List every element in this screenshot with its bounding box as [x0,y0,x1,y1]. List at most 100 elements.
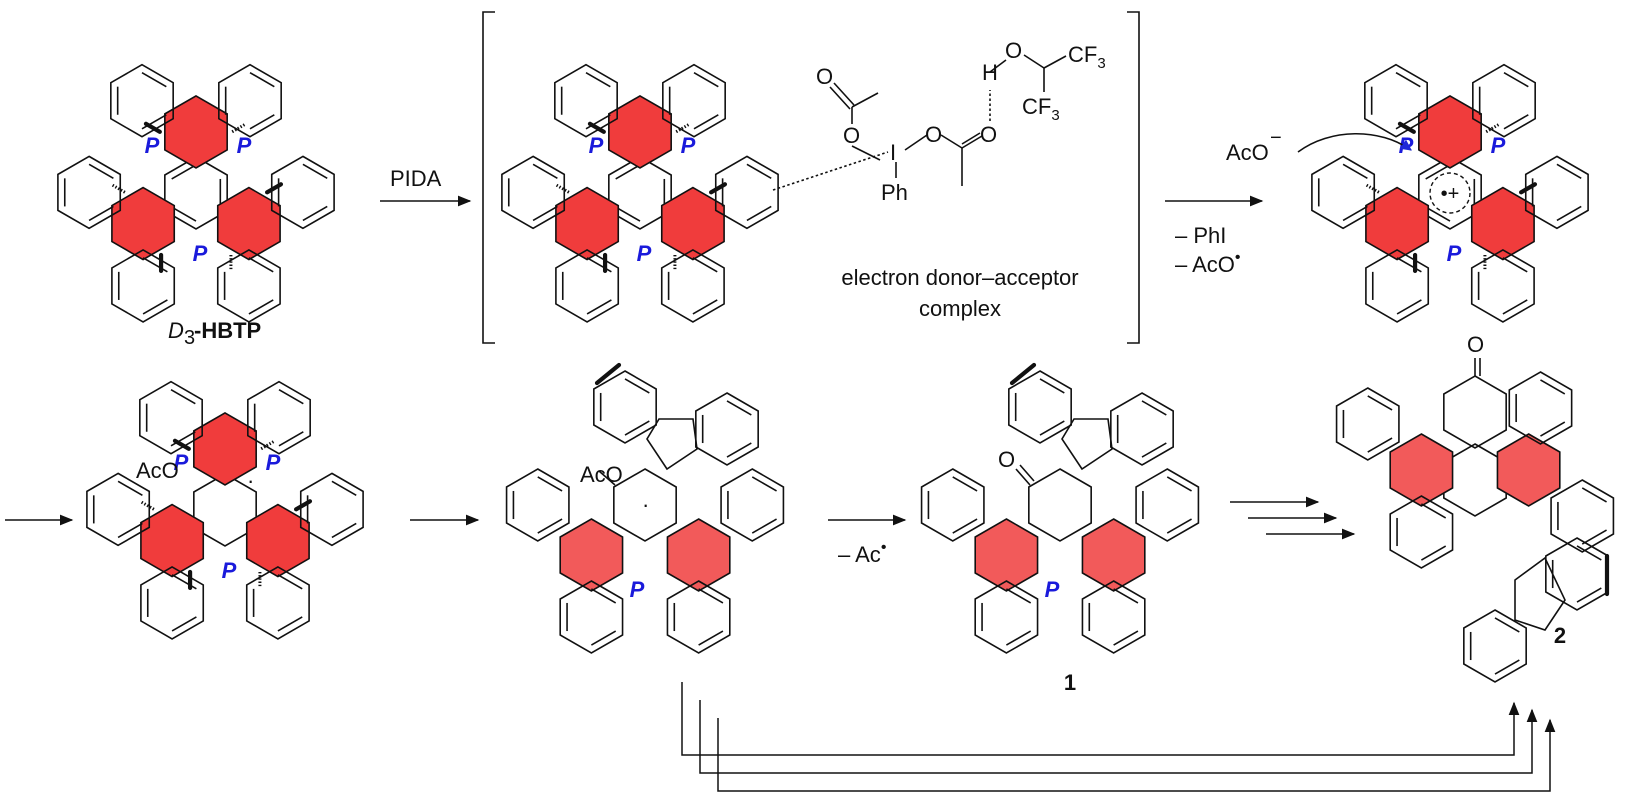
bold-wedge-bond [594,362,622,386]
outer-benzene [139,380,203,455]
helicity-label: P [174,450,189,475]
double-bond [1396,299,1422,315]
complex-brackets [482,11,1140,344]
red-ring [1470,186,1535,261]
byproduct-ac-radical: – Ac• [838,539,886,567]
outer-benzene [1364,63,1428,138]
spiro-radical-labels: AcO · [580,462,649,517]
arrows-multistep [1230,496,1356,540]
double-bond [1502,257,1528,273]
outer-benzene [554,63,618,138]
central-ring [1418,156,1482,230]
double-bond [302,205,328,222]
label-d3-hbtp: D 3 -HBTP [168,318,261,349]
double-bond [1540,421,1566,437]
outer-benzene [974,580,1039,654]
double-bond [624,420,650,436]
bold-wedge-bond [143,121,162,134]
double-bond [277,574,303,590]
carbonyl-bond [1019,464,1035,482]
double-bond [590,630,617,646]
outer-benzene [299,472,364,547]
double-bond [751,476,777,492]
double-bond [278,388,304,405]
keto-ring [1443,375,1507,449]
helicity-label: P [193,241,208,266]
double-bond [1425,164,1451,180]
bypass-arrows [681,682,1556,792]
outer-benzene [662,63,726,138]
red-ring [1496,433,1561,507]
bold-wedge-bond [265,182,284,195]
acetate1-carbonyl-o: O [816,64,833,89]
helicity-label: P [1491,133,1506,158]
central-ring [608,156,672,230]
acetate-anion-charge: − [1270,127,1282,149]
double-bond [1556,163,1582,180]
central-ring [164,156,228,230]
outer-benzene [660,248,725,323]
double-bond [586,299,612,315]
delocalized-ring [1429,172,1471,214]
acetoxy-label-e: AcO [580,462,623,487]
outer-benzene [1508,371,1573,445]
double-bond [1166,518,1192,534]
outer-benzene [920,468,985,542]
double-bond [1395,114,1421,130]
reagent-label: PIDA [390,166,442,191]
bold-wedge-bond [1397,121,1416,134]
helicity-label: P [222,558,237,583]
double-bond [1342,205,1368,222]
double-bond [952,518,978,534]
double-bond [170,388,196,405]
outer-benzene [1550,479,1615,553]
central-ring [1028,468,1092,542]
double-bond [1367,395,1393,411]
c-o-bond [598,470,616,486]
byproduct-aco-radical: – AcO• [1175,249,1241,277]
molecule-spiro-radical: P [505,362,785,654]
curved-arrow [1297,132,1412,153]
double-bond [692,299,718,315]
outer-benzene [216,248,281,323]
double-bond [248,257,274,273]
helicity-label: P [681,133,696,158]
outer-benzene [505,468,570,542]
hfip-hydrogen: H [982,60,998,85]
outer-benzene [1524,155,1589,230]
hashed-bond [1364,182,1380,194]
red-ring [608,94,672,169]
bold-wedge-bond [709,182,728,195]
hashed-bond [554,182,570,194]
double-bond [751,518,777,534]
outer-benzene [86,472,151,547]
double-bond [170,431,196,447]
outer-benzene [1081,580,1146,654]
red-ring [164,94,228,169]
outer-benzene [1311,155,1376,230]
double-bond [1494,617,1520,633]
compound-2: O [1335,332,1615,683]
helicity-label: P [589,133,604,158]
outer-benzene [110,63,174,138]
double-bond [624,378,650,394]
complex-note: electron donor–acceptor complex [841,265,1078,321]
double-bond [615,206,641,222]
acetate-anion: AcO − [1226,127,1412,165]
double-bond [331,480,357,497]
cyclopentane-ring [1514,556,1566,631]
double-bond [171,616,197,632]
hfip-oxygen: O [1005,38,1022,63]
double-bond [1503,114,1529,130]
outer-benzene [1472,63,1536,138]
central-ring [613,468,677,542]
bold-wedge-bond [587,121,606,134]
double-bond [142,257,168,273]
double-bond [698,588,724,604]
red-ring [216,186,281,261]
outer-benzene [1389,495,1454,569]
carbonyl-o: O [998,447,1015,472]
double-bond [693,114,719,130]
